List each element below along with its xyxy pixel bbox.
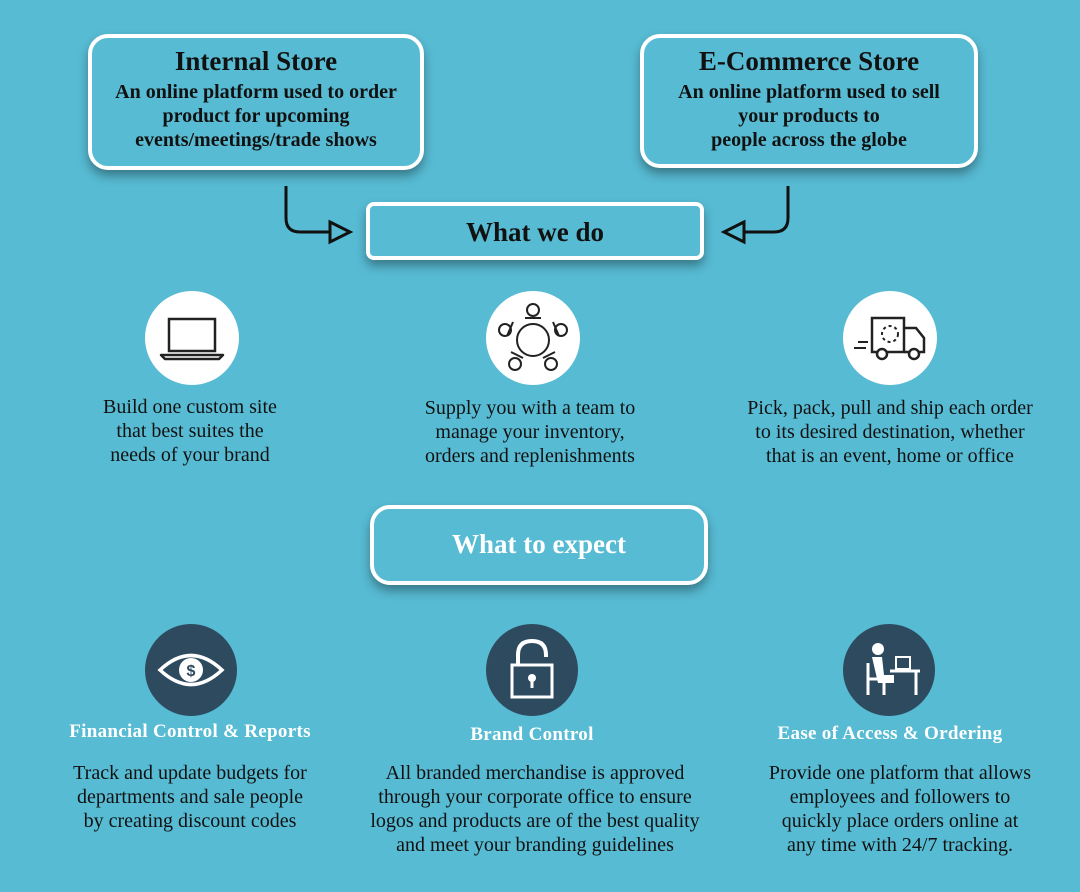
internal-store-description: An online platform used to order product… bbox=[92, 80, 420, 152]
text-line: Pick, pack, pull and ship each order bbox=[747, 397, 1033, 419]
text-line: through your corporate office to ensure bbox=[378, 786, 692, 808]
text-line: Provide one platform that allows bbox=[768, 762, 1032, 784]
ecommerce-store-line: An online platform used to sell bbox=[678, 81, 940, 103]
ease-of-access-heading: Ease of Access & Ordering bbox=[777, 723, 1003, 744]
laptop-icon bbox=[145, 291, 239, 385]
what-to-expect-item-text: Track and update budgets for departments… bbox=[30, 761, 350, 833]
what-we-do-item-text: Build one custom site that best suites t… bbox=[40, 395, 340, 467]
delivery-truck-icon bbox=[843, 291, 937, 385]
what-we-do-item-text: Supply you with a team to manage your in… bbox=[380, 396, 680, 468]
internal-store-title: Internal Store bbox=[174, 46, 338, 76]
ecommerce-store-box: E-Commerce Store An online platform used… bbox=[640, 34, 978, 168]
text-line: that best suites the bbox=[116, 420, 264, 442]
text-line: to its desired destination, whether bbox=[755, 421, 1025, 443]
text-line: Track and update budgets for bbox=[73, 762, 307, 784]
team-icon bbox=[486, 291, 580, 385]
text-line: departments and sale people bbox=[76, 786, 304, 808]
text-line: Supply you with a team to bbox=[424, 397, 636, 419]
internal-store-box: Internal Store An online platform used t… bbox=[88, 34, 424, 170]
what-we-do-item-text: Pick, pack, pull and ship each order to … bbox=[720, 396, 1060, 468]
text-line: manage your inventory, bbox=[435, 421, 625, 443]
what-to-expect-item-text: Provide one platform that allows employe… bbox=[740, 761, 1060, 857]
text-line: any time with 24/7 tracking. bbox=[786, 834, 1014, 856]
financial-control-heading: Financial Control & Reports bbox=[69, 721, 311, 742]
internal-store-line: events/meetings/trade shows bbox=[135, 129, 377, 151]
what-we-do-label: What we do bbox=[465, 217, 604, 247]
text-line: by creating discount codes bbox=[83, 810, 297, 832]
ecommerce-store-title: E-Commerce Store bbox=[698, 46, 920, 76]
text-line: quickly place orders online at bbox=[781, 810, 1019, 832]
text-line: logos and products are of the best quali… bbox=[370, 810, 700, 832]
what-to-expect-item-text: All branded merchandise is approved thro… bbox=[350, 761, 720, 857]
text-line: needs of your brand bbox=[110, 444, 270, 466]
ecommerce-store-description: An online platform used to sell your pro… bbox=[644, 80, 974, 152]
text-line: All branded merchandise is approved bbox=[385, 762, 685, 784]
padlock-icon bbox=[486, 624, 578, 716]
ecommerce-store-line: people across the globe bbox=[711, 129, 907, 151]
text-line: Build one custom site bbox=[103, 396, 277, 418]
arrow-left-icon bbox=[720, 186, 790, 245]
what-to-expect-banner: What to expect bbox=[370, 505, 708, 585]
text-line: that is an event, home or office bbox=[766, 445, 1014, 467]
text-line: employees and followers to bbox=[789, 786, 1011, 808]
internal-store-line: product for upcoming bbox=[162, 105, 350, 127]
internal-store-line: An online platform used to order bbox=[115, 81, 397, 103]
arrow-right-icon bbox=[284, 186, 354, 245]
eye-dollar-icon: $ bbox=[145, 624, 237, 716]
brand-control-heading: Brand Control bbox=[470, 724, 594, 745]
svg-text:$: $ bbox=[187, 663, 196, 680]
what-to-expect-label: What to expect bbox=[452, 529, 626, 559]
text-line: orders and replenishments bbox=[425, 445, 635, 467]
text-line: and meet your branding guidelines bbox=[396, 834, 674, 856]
person-at-computer-icon bbox=[843, 624, 935, 716]
ecommerce-store-line: your products to bbox=[738, 105, 880, 127]
what-we-do-banner: What we do bbox=[366, 202, 704, 260]
